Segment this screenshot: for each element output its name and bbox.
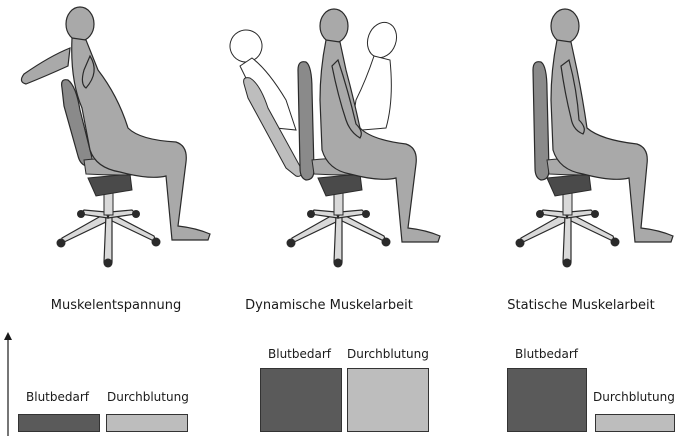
figure-static [465,0,697,280]
bar-blood-flow-dynamic [347,368,429,432]
label-blood-need-dynamic: Blutbedarf [268,347,331,361]
person [21,7,210,240]
label-blood-flow-static: Durchblutung [593,390,675,404]
label-blood-flow-relaxation: Durchblutung [107,390,189,404]
y-axis-arrow [4,332,12,436]
bar-blood-need-relaxation [18,414,100,432]
bar-blood-need-static [507,368,587,432]
label-blood-need-static: Blutbedarf [515,347,578,361]
label-blood-need-relaxation: Blutbedarf [26,390,89,404]
caption-relaxation: Muskelentspannung [0,298,232,313]
person-outline-forward [355,18,401,130]
caption-dynamic-work: Dynamische Muskelarbeit [213,298,445,313]
figure-dynamic [216,0,448,280]
bar-blood-need-dynamic [260,368,342,432]
label-blood-flow-dynamic: Durchblutung [347,347,429,361]
caption-static-work: Statische Muskelarbeit [465,298,697,313]
figure-relaxed [0,0,232,280]
bar-blood-flow-relaxation [106,414,188,432]
bar-blood-flow-static [595,414,675,432]
